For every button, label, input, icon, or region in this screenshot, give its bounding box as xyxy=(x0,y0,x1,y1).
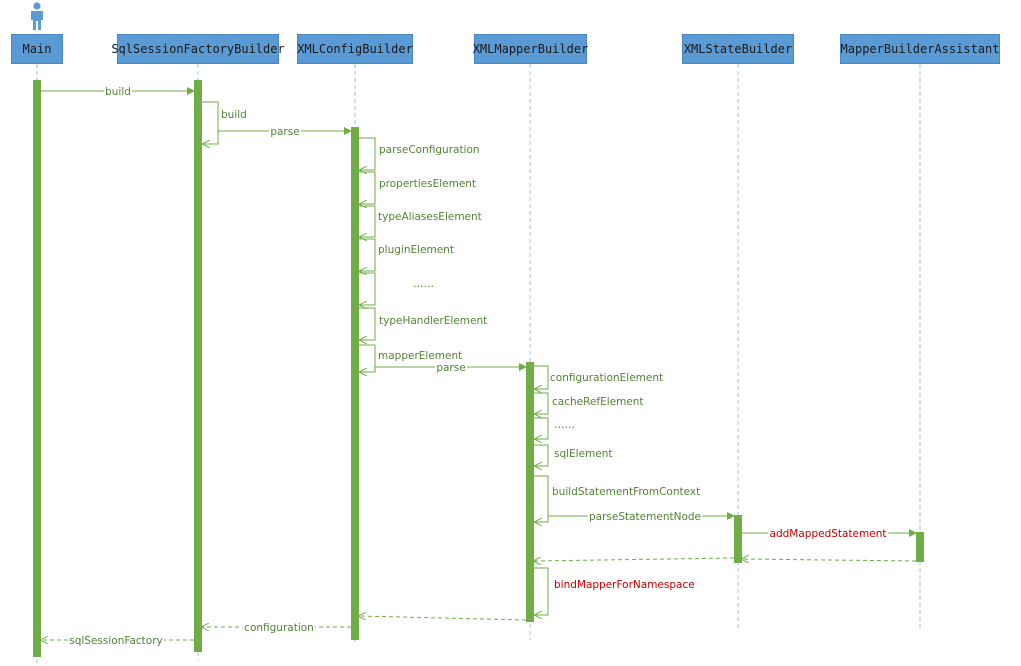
label-type-aliases-element: typeAliasesElement xyxy=(378,211,482,223)
msg-parse-configuration xyxy=(359,137,376,170)
msg-type-aliases-element xyxy=(359,205,376,237)
activation-xcb xyxy=(351,127,359,640)
msg-ellipsis-config xyxy=(359,272,376,305)
return-mba-to-xsb xyxy=(742,559,917,561)
msg-plugin-element xyxy=(359,238,376,271)
label-configuration-element: configurationElement xyxy=(550,372,663,384)
msg-cache-ref-element xyxy=(534,392,549,414)
msg-configuration-element xyxy=(534,365,549,389)
label-properties-element: propertiesElement xyxy=(379,178,476,190)
label-parse-mapper: parse xyxy=(436,362,465,374)
label-ellipsis-config: …… xyxy=(413,278,434,290)
person-icon xyxy=(31,2,43,30)
msg-mapper-element xyxy=(359,344,376,372)
msg-properties-element xyxy=(359,171,376,204)
msg-sql-element xyxy=(534,444,549,466)
label-return-configuration: configuration xyxy=(244,622,314,634)
label-build-self: build xyxy=(221,109,247,121)
label-ellipsis-mapper: …… xyxy=(554,419,575,431)
label-build-main: build xyxy=(105,86,131,98)
label-return-factory: sqlSessionFactory xyxy=(69,635,162,647)
label-parse-statement-node: parseStatementNode xyxy=(589,511,701,523)
participant-sql-session-factory-builder: SqlSessionFactoryBuilder xyxy=(111,34,285,64)
msg-ellipsis-mapper xyxy=(534,417,549,439)
label-cache-ref-element: cacheRefElement xyxy=(552,396,644,408)
activation-mba xyxy=(916,532,924,562)
label-build-statement: buildStatementFromContext xyxy=(552,486,700,498)
label-add-mapped-statement: addMappedStatement xyxy=(770,528,887,540)
label-bind-mapper: bindMapperForNamespace xyxy=(554,579,695,591)
participant-mapper-builder-assistant: MapperBuilderAssistant xyxy=(840,34,1000,64)
participant-xml-config-builder: XMLConfigBuilder xyxy=(297,34,413,64)
msg-type-handler-element xyxy=(359,307,376,340)
participant-xml-mapper-builder: XMLMapperBuilder xyxy=(473,34,588,64)
return-xmb-to-xcb xyxy=(359,616,527,621)
activation-xsb xyxy=(734,515,742,563)
msg-bind-mapper xyxy=(534,567,549,615)
activation-main xyxy=(33,80,41,657)
participant-xml-state-builder: XMLStateBuilder xyxy=(682,34,794,64)
label-mapper-element: mapperElement xyxy=(378,350,462,362)
msg-build-self xyxy=(202,101,219,144)
activation-ssfb xyxy=(194,80,202,652)
label-parse-config: parse xyxy=(270,126,299,138)
participant-main: Main xyxy=(11,34,63,64)
label-type-handler-element: typeHandlerElement xyxy=(379,315,487,327)
label-parse-configuration: parseConfiguration xyxy=(379,144,480,156)
msg-build-statement xyxy=(534,475,549,522)
label-sql-element: sqlElement xyxy=(554,448,613,460)
activation-xmb xyxy=(526,362,534,622)
return-xsb-to-xmb xyxy=(534,558,735,561)
label-plugin-element: pluginElement xyxy=(378,244,454,256)
